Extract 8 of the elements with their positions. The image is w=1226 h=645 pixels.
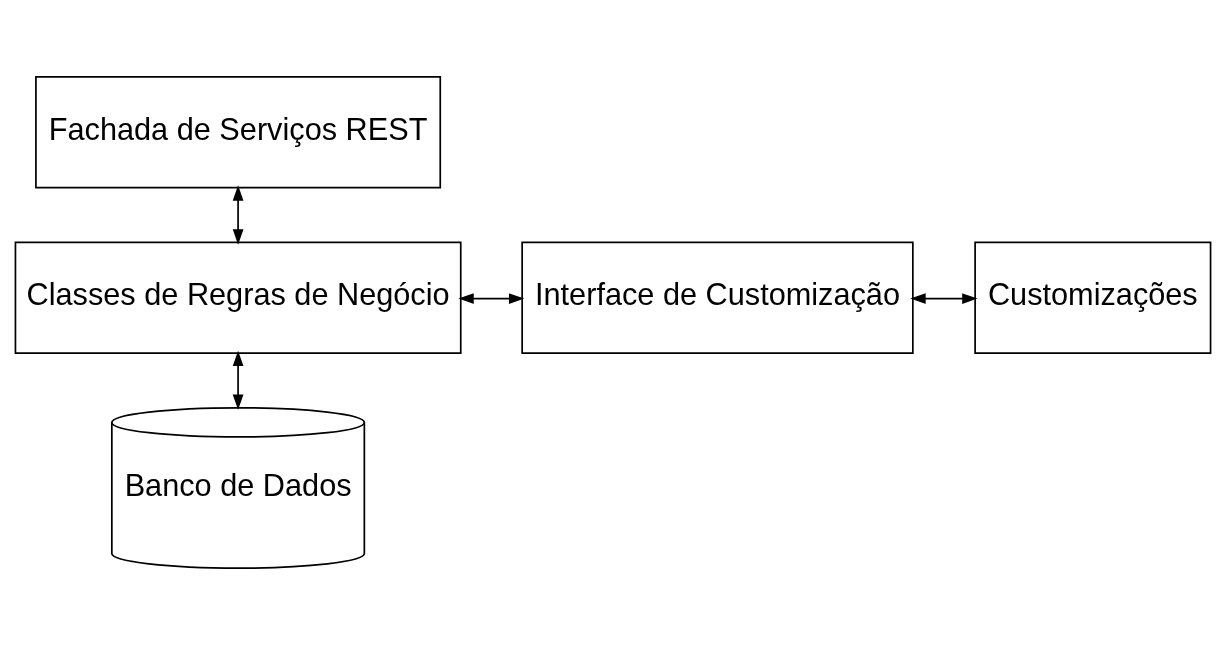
- arrow: [232, 185, 244, 245]
- node-box: Interface de Customização: [521, 241, 914, 355]
- arrow: [910, 293, 978, 304]
- arrow: [232, 350, 244, 410]
- node-box: Fachada de Serviços REST: [35, 75, 442, 189]
- node-box: Classes de Regras de Negócio: [14, 241, 462, 355]
- node-box: Customizações: [974, 241, 1212, 355]
- arrow: [458, 293, 525, 304]
